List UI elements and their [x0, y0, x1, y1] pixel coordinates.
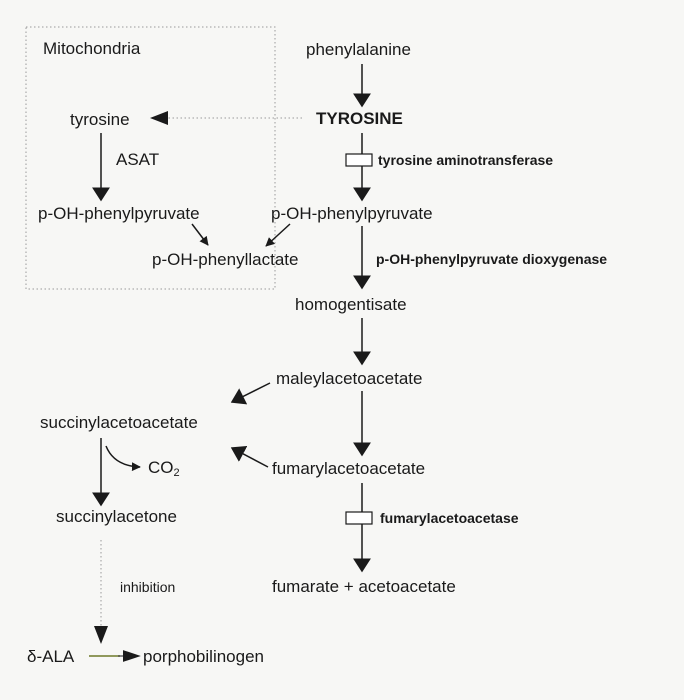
metabolite-succinylacetoacetate: succinylacetoacetate: [40, 413, 198, 432]
mitochondria-compartment-box: [25, 26, 276, 290]
annotation-inhibition: inhibition: [120, 579, 176, 595]
enzyme-fumarylacetoacetase: fumarylacetoacetase: [380, 510, 519, 526]
metabolite-mito-p-oh-phenylpyruvate: p-OH-phenylpyruvate: [38, 204, 200, 223]
metabolite-mito-tyrosine: tyrosine: [70, 110, 130, 129]
co2-subscript: 2: [173, 467, 180, 479]
metabolite-homogentisate: homogentisate: [295, 295, 407, 314]
enzyme-tyrosine-aminotransferase: tyrosine aminotransferase: [378, 152, 554, 168]
enzyme-box-fumarylacetoacetase: [345, 511, 373, 525]
arrow-maleyl-to-succinylacetoacetate: [230, 382, 271, 405]
metabolite-fumarylacetoacetate: fumarylacetoacetate: [272, 459, 426, 478]
metabolite-p-oh-phenylpyruvate: p-OH-phenylpyruvate: [271, 204, 433, 223]
enzyme-asat: ASAT: [116, 150, 160, 169]
metabolite-succinylacetone: succinylacetone: [56, 507, 177, 526]
metabolite-co2: CO2: [148, 459, 180, 479]
arrow-mito-phenylpyruvate-to-phenyllactate: [191, 223, 209, 246]
metabolite-phenylalanine: phenylalanine: [306, 40, 411, 59]
arrowhead-tyrosine-transport: [150, 111, 168, 125]
metabolite-delta-ala: δ-ALA: [27, 647, 75, 666]
metabolite-tyrosine: TYROSINE: [316, 109, 403, 128]
mitochondria-label: Mitochondria: [43, 39, 141, 58]
arrow-phenylpyruvate-to-phenyllactate: [265, 223, 291, 247]
enzyme-p-oh-phenylpyruvate-dioxygenase: p-OH-phenylpyruvate dioxygenase: [376, 251, 608, 267]
enzyme-box-tyrosine-aminotransferase: [345, 153, 373, 167]
co2-base: CO: [148, 458, 174, 477]
metabolite-fumarate-acetoacetate: fumarate + acetoacetate: [272, 577, 456, 596]
metabolite-maleylacetoacetate: maleylacetoacetate: [276, 369, 423, 388]
arrow-fumaryl-to-succinylacetoacetate: [230, 445, 269, 468]
metabolite-p-oh-phenyllactate: p-OH-phenyllactate: [152, 250, 299, 269]
arrowhead-inhibition: [94, 626, 108, 644]
metabolite-porphobilinogen: porphobilinogen: [143, 647, 264, 666]
arrow-co2-release: [105, 445, 141, 472]
